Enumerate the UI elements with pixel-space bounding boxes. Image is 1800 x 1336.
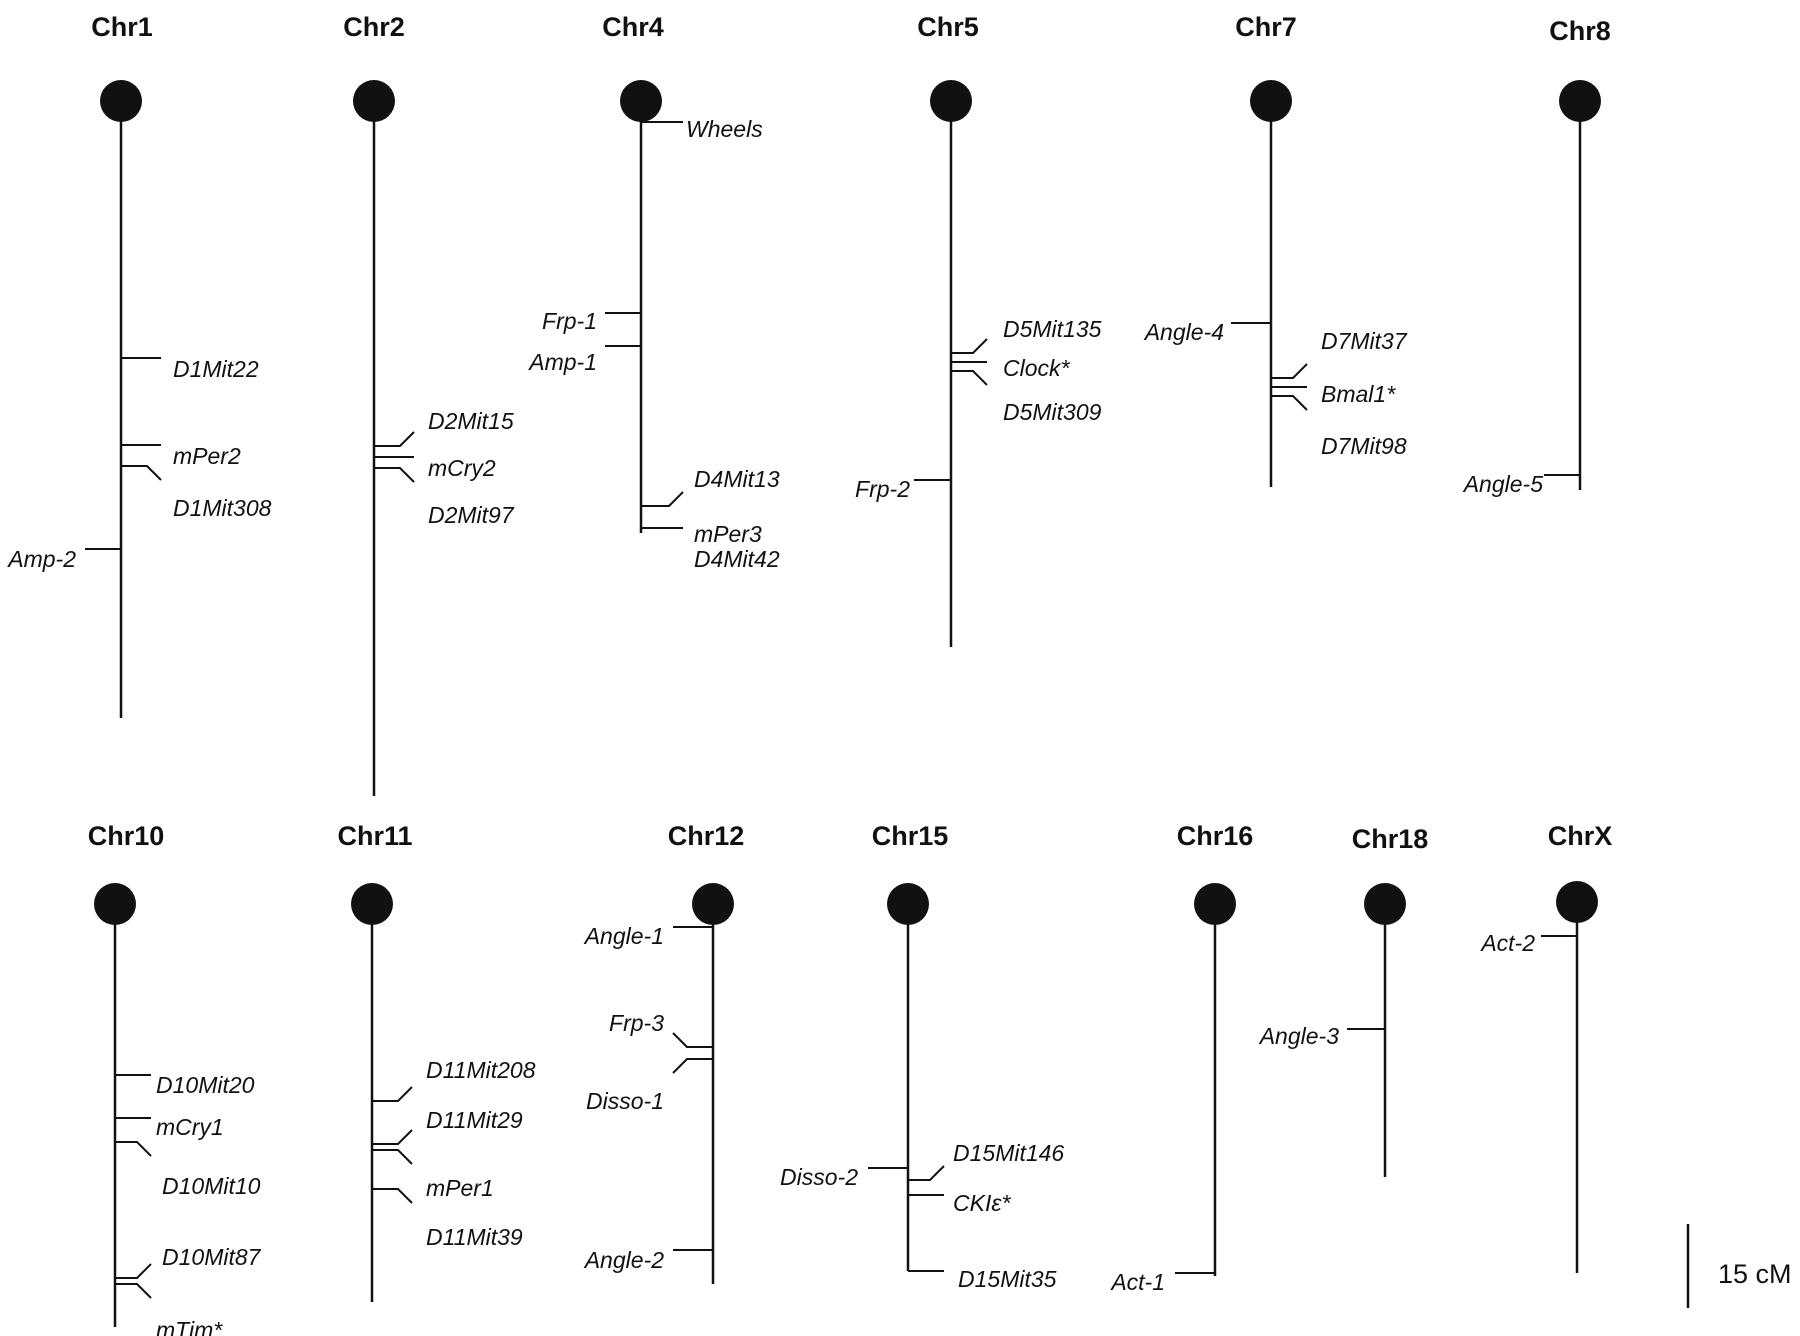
- chr4-d4mit13-tick: [641, 491, 684, 507]
- chr10-d10mit10-label: D10Mit10: [162, 1173, 261, 1199]
- chr7-d7mit98-tick: [1271, 395, 1308, 411]
- chr4-wheels-label: Wheels: [686, 116, 763, 142]
- chr15-d15mit146-tick: [908, 1165, 945, 1181]
- chr12-disso-1-tick: [672, 1058, 713, 1074]
- scale-bar-label: 15 cM: [1718, 1259, 1792, 1289]
- chr7-bmal1-label: Bmal1*: [1321, 381, 1396, 407]
- chr4-amp-1-label: Amp-1: [527, 349, 597, 375]
- chr5-d5mit135-tick: [951, 338, 988, 354]
- chr11-d11mit39-label: D11Mit39: [426, 1224, 523, 1250]
- chr15-disso-2-label: Disso-2: [780, 1164, 858, 1190]
- chr10-title: Chr10: [88, 821, 165, 851]
- chr15-d15mit35-label: D15Mit35: [958, 1266, 1057, 1292]
- chr5-clock-label: Clock*: [1003, 355, 1071, 381]
- chr10-mcry1-label: mCry1: [156, 1114, 224, 1140]
- chr2-centromere: [353, 80, 395, 122]
- chr5-d5mit309-tick: [951, 370, 988, 386]
- chr11-d11mit29-tick: [372, 1129, 413, 1145]
- chr8-centromere: [1559, 80, 1601, 122]
- chr2-d2mit97-label: D2Mit97: [428, 502, 515, 528]
- chr12-angle-1-label: Angle-1: [583, 923, 664, 949]
- chr15-title: Chr15: [872, 821, 949, 851]
- chr10-d10mit10-tick: [115, 1141, 152, 1157]
- chr4-d4mit13-label: D4Mit13: [694, 466, 780, 492]
- chr11-d11mit39-tick: [372, 1188, 413, 1204]
- chr5-frp-2-label: Frp-2: [855, 476, 910, 502]
- chr4-d4mit42-label: D4Mit42: [694, 546, 780, 572]
- chr4-centromere: [620, 80, 662, 122]
- chr10-d10mit87-tick: [115, 1263, 152, 1279]
- chr7-d7mit98-label: D7Mit98: [1321, 433, 1407, 459]
- chr2-d2mit15-tick: [374, 431, 415, 447]
- chrx-act-2-label: Act-2: [1479, 930, 1535, 956]
- chr10-d10mit87-label: D10Mit87: [162, 1244, 262, 1270]
- chr2-d2mit97-tick: [374, 467, 415, 483]
- chr1-amp-2-label: Amp-2: [6, 546, 76, 572]
- chr7-title: Chr7: [1235, 12, 1297, 42]
- chr4-frp-1-label: Frp-1: [542, 308, 597, 334]
- chr16-title: Chr16: [1177, 821, 1254, 851]
- chr11-mper1-label: mPer1: [426, 1175, 494, 1201]
- chr11-title: Chr11: [337, 821, 412, 851]
- chr1-title: Chr1: [91, 12, 153, 42]
- chr16-act-1-label: Act-1: [1109, 1269, 1165, 1295]
- chr15-d15mit146-label: D15Mit146: [953, 1140, 1064, 1166]
- chr10-centromere: [94, 883, 136, 925]
- chr1-centromere: [100, 80, 142, 122]
- chr11-d11mit208-tick: [372, 1086, 413, 1102]
- chr18-title: Chr18: [1352, 824, 1429, 854]
- chr11-d11mit29-label: D11Mit29: [426, 1107, 523, 1133]
- chr8-title: Chr8: [1549, 16, 1611, 46]
- chr12-disso-1-label: Disso-1: [586, 1088, 664, 1114]
- chr11-mper1-tick: [372, 1149, 413, 1165]
- chr2-title: Chr2: [343, 12, 405, 42]
- chrx-centromere: [1556, 881, 1598, 923]
- chrx-title: ChrX: [1548, 821, 1613, 851]
- chr2-mcry2-label: mCry2: [428, 455, 496, 481]
- chr15-centromere: [887, 883, 929, 925]
- chr10-d10mit20-label: D10Mit20: [156, 1072, 255, 1098]
- chr7-d7mit37-label: D7Mit37: [1321, 328, 1408, 354]
- chr11-d11mit208-label: D11Mit208: [426, 1057, 536, 1083]
- chr11-centromere: [351, 883, 393, 925]
- chr1-d1mit308-label: D1Mit308: [173, 495, 272, 521]
- chr7-centromere: [1250, 80, 1292, 122]
- chr18-centromere: [1364, 883, 1406, 925]
- chr5-title: Chr5: [917, 12, 979, 42]
- chr15-ckiepsilon-label: CKIε*: [953, 1190, 1011, 1216]
- chr4-mper3-label: mPer3: [694, 521, 762, 547]
- chr7-angle-4-label: Angle-4: [1143, 319, 1224, 345]
- chr5-d5mit135-label: D5Mit135: [1003, 316, 1102, 342]
- chr12-angle-2-label: Angle-2: [583, 1247, 664, 1273]
- chr1-mper2-label: mPer2: [173, 443, 241, 469]
- chr16-centromere: [1194, 883, 1236, 925]
- chr4-title: Chr4: [602, 12, 664, 42]
- chr7-d7mit37-tick: [1271, 363, 1308, 379]
- chr2-d2mit15-label: D2Mit15: [428, 408, 514, 434]
- chr12-centromere: [692, 883, 734, 925]
- chr12-title: Chr12: [668, 821, 745, 851]
- chr5-d5mit309-label: D5Mit309: [1003, 399, 1102, 425]
- chr10-mtim-label: mTim*: [156, 1317, 223, 1336]
- chr5-centromere: [930, 80, 972, 122]
- chr12-frp-3-label: Frp-3: [609, 1010, 664, 1036]
- chr8-angle-5-label: Angle-5: [1462, 471, 1543, 497]
- chr1-d1mit308-tick: [121, 465, 162, 481]
- chr10-mtim-tick: [115, 1283, 152, 1299]
- chr1-d1mit22-label: D1Mit22: [173, 356, 259, 382]
- chr18-angle-3-label: Angle-3: [1258, 1023, 1339, 1049]
- chr12-frp-3-tick: [672, 1032, 713, 1048]
